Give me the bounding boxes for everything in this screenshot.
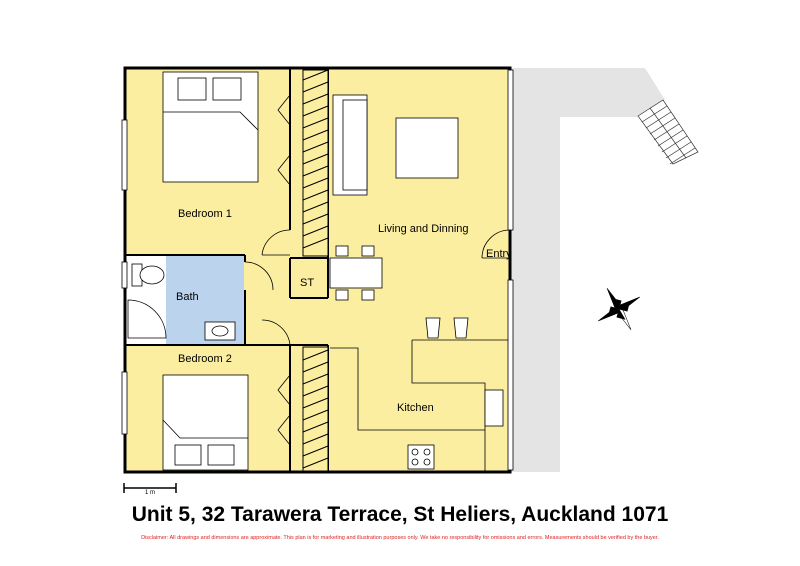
room-label-kitchen: Kitchen bbox=[397, 402, 434, 414]
entry-door bbox=[481, 229, 511, 259]
room-label-living: Living and Dinning bbox=[378, 223, 469, 235]
scale-label: 1 m bbox=[144, 490, 155, 496]
doors bbox=[244, 229, 511, 346]
deck bbox=[510, 68, 665, 472]
room-label-entry: Entry bbox=[486, 248, 512, 260]
page-title: Unit 5, 32 Tarawera Terrace, St Heliers,… bbox=[131, 503, 669, 526]
dining-table bbox=[329, 257, 383, 289]
compass-rose-icon bbox=[598, 288, 640, 330]
living-furniture bbox=[329, 94, 469, 339]
kitchen-fixtures bbox=[330, 339, 508, 472]
room-label-storage: ST bbox=[300, 277, 314, 289]
room-label-bedroom-2: Bedroom 2 bbox=[178, 353, 232, 365]
bed-1 bbox=[162, 71, 259, 183]
windows bbox=[121, 69, 514, 471]
disclaimer: Disclaimer: All drawings and dimensions … bbox=[141, 535, 659, 541]
room-label-bedroom-1: Bedroom 1 bbox=[178, 208, 232, 220]
room-label-bath: Bath bbox=[176, 291, 199, 303]
wardrobe-doors bbox=[277, 94, 291, 446]
bathroom-fixtures bbox=[127, 263, 236, 341]
bed-2 bbox=[162, 374, 249, 471]
wardrobe-hatch bbox=[302, 69, 329, 472]
stairs-icon bbox=[637, 99, 699, 165]
scale-bar bbox=[123, 483, 177, 493]
